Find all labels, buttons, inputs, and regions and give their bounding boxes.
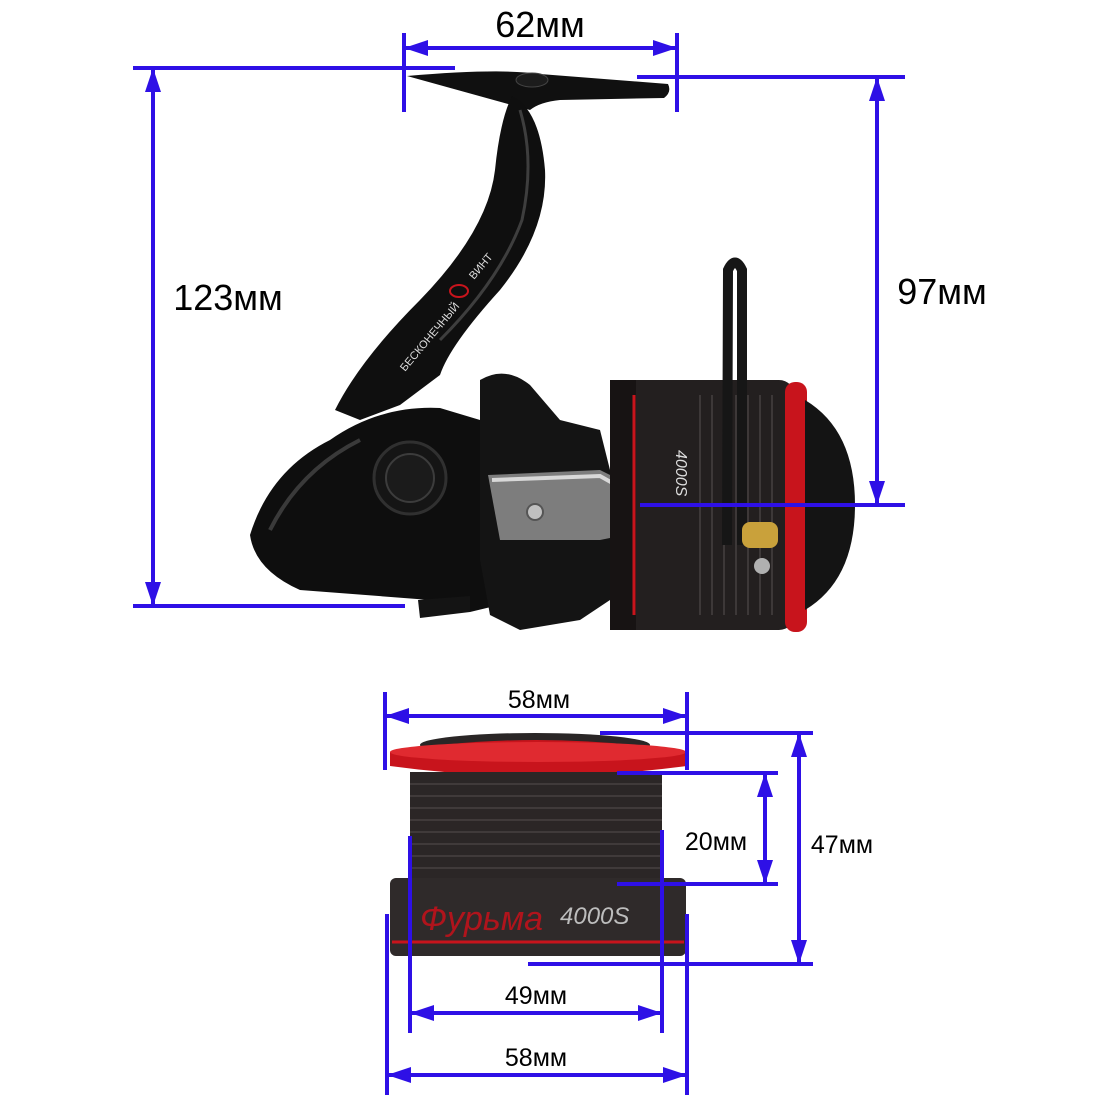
dim-spool-height: 47мм <box>811 831 873 859</box>
reel-bail-arm <box>488 470 650 540</box>
reel-spool-skirt <box>610 380 636 630</box>
reel-foot <box>418 596 470 618</box>
reel-handle-cap <box>515 72 549 88</box>
spare-spool-photo: Фурьма 4000S <box>390 733 687 956</box>
spool-dimension-lines <box>383 692 813 1095</box>
dim-spool-depth: 20мм <box>685 828 747 856</box>
reel-bail-wire <box>722 257 747 546</box>
spool-arbor-grooves <box>410 783 662 869</box>
spinning-reel-photo: БЕСКОНЕЧНЫЙ ВИНТ <box>250 71 855 632</box>
reel-bail-screw <box>526 503 544 521</box>
reel-handle-arm <box>335 96 546 420</box>
spool-model: 4000S <box>560 903 629 930</box>
reel-dimension-lines <box>133 33 905 608</box>
spool-skirt <box>390 878 686 956</box>
spool-brand: Фурьма <box>420 900 543 938</box>
reel-side-cap-inner <box>385 453 435 503</box>
dim-spool-lip: 58мм <box>508 686 570 714</box>
dim-spool-skirt: 58мм <box>505 1044 567 1072</box>
reel-bolt <box>754 558 770 574</box>
reel-body-highlight <box>268 438 361 531</box>
infinity-logo <box>449 284 469 298</box>
reel-arm-highlight <box>438 109 530 342</box>
reel-spool-model: 4000S <box>672 450 689 497</box>
spool-red-lip-top <box>390 742 686 762</box>
dim-handle-width: 62мм <box>495 4 585 45</box>
dim-axis-height: 97мм <box>897 271 987 312</box>
dim-total-height: 123мм <box>173 277 283 318</box>
spool-arbor <box>410 772 662 882</box>
reel-handle-knob <box>407 71 670 110</box>
dim-spool-arbor: 49мм <box>505 982 567 1010</box>
reel-brass-knob <box>742 522 778 548</box>
